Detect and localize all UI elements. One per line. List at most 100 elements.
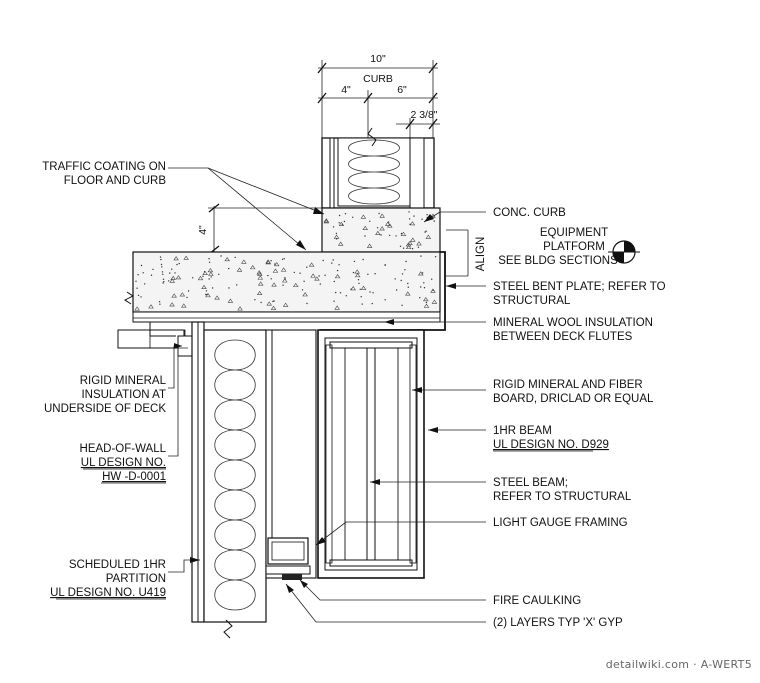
stipple-mark [202,270,208,275]
stipple-mark [387,221,390,223]
rigid-insulation-underside [117,322,193,357]
stipple-mark [160,263,163,266]
stipple-mark [163,281,165,283]
stipple-mark [299,272,301,274]
stipple-mark [332,226,335,228]
stipple-mark [408,211,410,213]
stipple-mark [358,282,360,285]
stipple-mark [234,256,236,259]
stipple-mark [421,272,424,274]
stipple-mark [202,275,204,277]
svg-text:UL DESIGN NO. D929: UL DESIGN NO. D929 [493,439,609,451]
label-equipment-platform: EQUIPMENT PLATFORM SEE BLDG SECTIONS [498,227,618,267]
stipple-mark [416,241,422,246]
watermark-text: detailwiki.com · A-WERT5 [606,658,752,671]
label-steel-beam: STEEL BEAM; REFER TO STRUCTURAL [493,477,632,503]
stipple-mark [350,286,356,291]
stipple-mark [389,234,391,237]
stipple-mark [144,283,146,285]
stipple-mark [369,220,371,222]
stipple-mark [431,299,438,304]
stipple-mark [249,265,256,270]
label-gyp-layers: (2) LAYERS TYP 'X' GYP [493,617,623,629]
stipple-mark [265,259,271,264]
dimension-lines [208,60,469,277]
stipple-mark [159,303,161,305]
stipple-mark [135,280,137,282]
stipple-mark [282,284,284,286]
stipple-mark [236,284,238,286]
stipple-mark [178,262,180,265]
svg-text:HW -D-0001: HW -D-0001 [102,471,166,483]
stipple-mark [421,218,423,220]
stipple-mark [366,243,373,248]
stipple-mark [187,290,190,292]
stipple-mark [384,221,391,226]
stipple-mark [409,223,411,225]
svg-text:PLATFORM: PLATFORM [543,241,605,253]
stipple-mark [224,256,230,262]
stipple-mark [333,300,335,302]
stipple-mark [400,279,402,282]
stipple-mark [372,292,374,294]
svg-text:STRUCTURAL: STRUCTURAL [493,295,571,307]
stipple-mark [360,296,362,298]
svg-text:RIGID MINERAL: RIGID MINERAL [80,375,167,387]
label-fire-caulking: FIRE CAULKING [493,595,581,607]
stipple-mark [136,287,138,289]
stipple-mark [345,295,347,297]
stipple-mark [228,267,230,270]
stipple-mark [408,218,411,220]
stipple-mark [210,276,212,278]
stipple-mark [395,235,397,237]
stipple-mark [401,304,403,306]
stipple-mark [237,306,243,311]
stipple-mark [423,282,425,284]
stipple-mark [280,267,287,272]
stipple-mark [367,273,369,275]
stipple-mark [337,241,344,246]
batt-insulation-pattern [348,139,400,205]
stipple-mark [158,301,161,303]
svg-text:SEE BLDG SECTIONS: SEE BLDG SECTIONS [498,255,618,267]
stipple-mark [137,274,139,276]
stipple-mark [394,278,396,280]
stipple-mark [324,274,326,276]
stipple-mark [369,291,371,293]
stipple-mark [256,290,263,296]
svg-text:UL DESIGN NO. U419: UL DESIGN NO. U419 [50,587,166,599]
svg-text:RIGID MINERAL AND FIBER: RIGID MINERAL AND FIBER [493,379,643,391]
stipple-mark [211,287,214,289]
stipple-mark [137,294,140,296]
stipple-mark [318,275,320,277]
stipple-mark [148,304,154,309]
stipple-mark [400,232,403,235]
svg-text:MINERAL WOOL INSULATION: MINERAL WOOL INSULATION [493,317,653,329]
stipple-mark [152,268,154,271]
stipple-mark [140,264,143,267]
stipple-mark [375,230,381,235]
stipple-mark [205,293,211,298]
stipple-mark [405,260,407,263]
stipple-mark [306,302,308,305]
svg-text:STEEL BEAM;: STEEL BEAM; [493,477,568,489]
stipple-mark [417,246,420,248]
stipple-mark [270,278,272,280]
partition-wall [191,321,317,623]
stipple-mark [432,289,434,291]
stipple-mark [400,231,407,236]
dim-curb-text: CURB [363,73,393,85]
svg-text:REFER TO STRUCTURAL: REFER TO STRUCTURAL [493,491,632,503]
dim-right-text: 6" [397,84,407,96]
stipple-mark [171,268,173,270]
stipple-mark [371,302,373,305]
stipple-mark [301,289,304,291]
label-mineral-wool: MINERAL WOOL INSULATION BETWEEN DECK FLU… [493,317,653,343]
svg-text:SCHEDULED 1HR: SCHEDULED 1HR [69,559,166,571]
stipple-mark [267,274,269,277]
stipple-mark [168,280,170,282]
stipple-mark [339,292,342,294]
equipment-curb-wall [321,137,435,209]
stipple-mark [283,258,285,260]
